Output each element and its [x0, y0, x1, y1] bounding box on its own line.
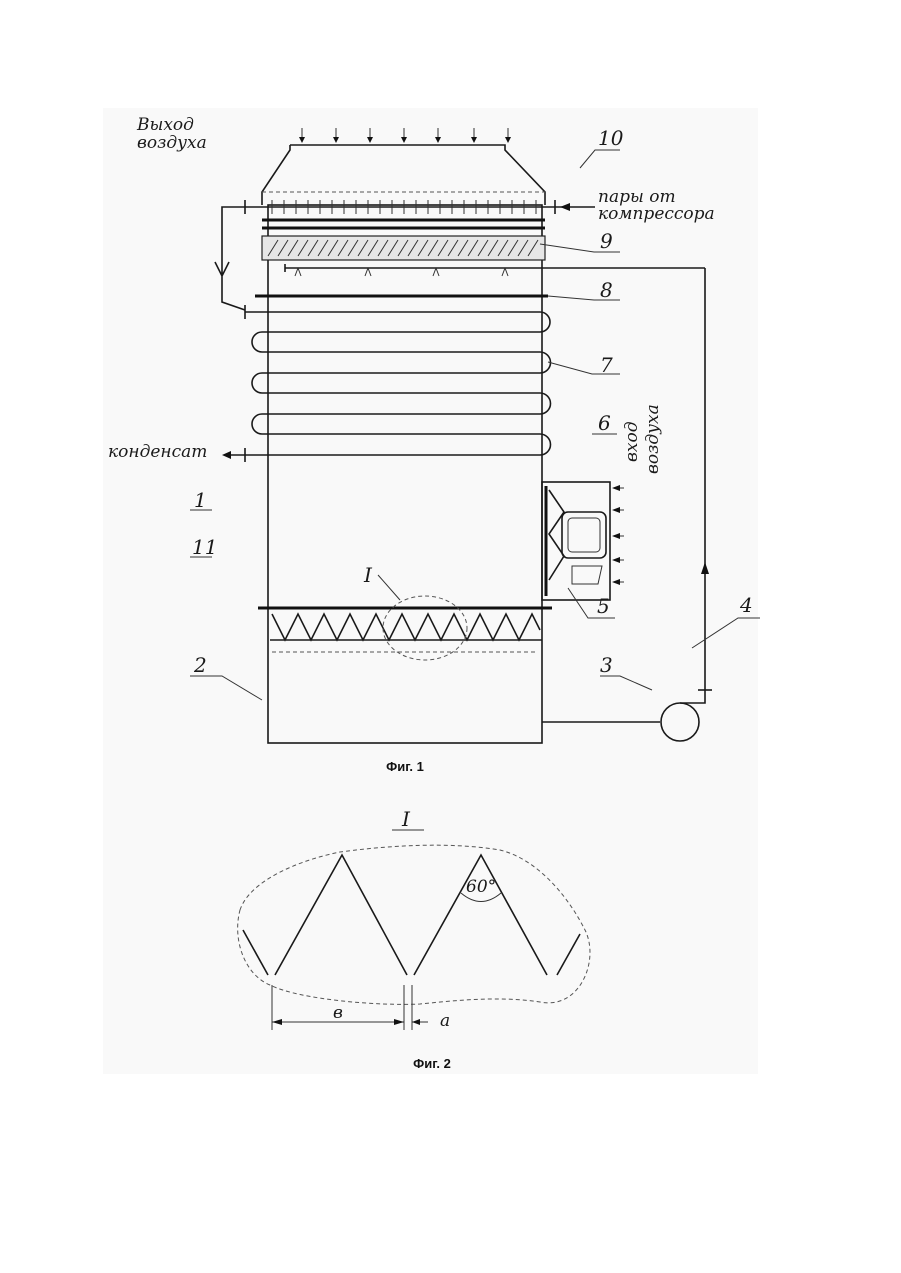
- callout-3: 3: [600, 653, 613, 677]
- serpentine-coil: [245, 305, 551, 462]
- vapor-bypass-line: [215, 207, 245, 310]
- pump-and-riser: [542, 268, 712, 741]
- air-inlet-label-line1: вход: [622, 421, 642, 462]
- hatched-packing-layer: [262, 236, 545, 260]
- callout-2: 2: [193, 653, 207, 677]
- callout-1: 1: [194, 488, 207, 512]
- spray-header: [285, 264, 705, 276]
- callout-9: 9: [600, 229, 613, 253]
- triangular-packing: [270, 596, 542, 660]
- air-outlet-label-line1: Выход: [136, 115, 194, 135]
- air-outlet-label-line2: воздуха: [137, 133, 207, 153]
- condensate-outlet: [222, 451, 245, 459]
- callout-11: 11: [192, 535, 217, 559]
- outlet-hood: [262, 145, 545, 205]
- figure-2: I 60° в а Фиг. 2: [238, 807, 590, 1071]
- condensate-label: конденсат: [108, 442, 207, 462]
- dimension-a-label: а: [440, 1011, 450, 1031]
- tower-body: [268, 205, 542, 743]
- dimension-lines: [272, 985, 428, 1030]
- callout-10: 10: [598, 126, 624, 150]
- detail-title: I: [401, 807, 411, 831]
- callout-4: 4: [739, 593, 753, 617]
- detail-outline: [238, 845, 590, 1004]
- angle-label: 60°: [466, 877, 496, 897]
- figure-1: Выход воздуха пары от компрессора конден…: [108, 115, 760, 774]
- vapors-label-line2: компрессора: [598, 204, 715, 224]
- zigzag-profile: [275, 855, 547, 975]
- callout-leaders: [190, 150, 760, 700]
- dimension-b-label: в: [333, 1003, 343, 1023]
- callout-7: 7: [600, 353, 613, 377]
- air-inlet-label-line2: воздуха: [643, 404, 663, 474]
- callout-6: 6: [598, 411, 611, 435]
- callout-8: 8: [600, 278, 613, 302]
- outlet-arrows: [299, 128, 511, 143]
- callout-5: 5: [597, 594, 610, 618]
- figure-1-caption: Фиг. 1: [386, 759, 424, 774]
- figure-2-caption: Фиг. 2: [413, 1056, 451, 1071]
- detail-marker-I: I: [363, 563, 373, 587]
- fan-unit: [542, 482, 624, 600]
